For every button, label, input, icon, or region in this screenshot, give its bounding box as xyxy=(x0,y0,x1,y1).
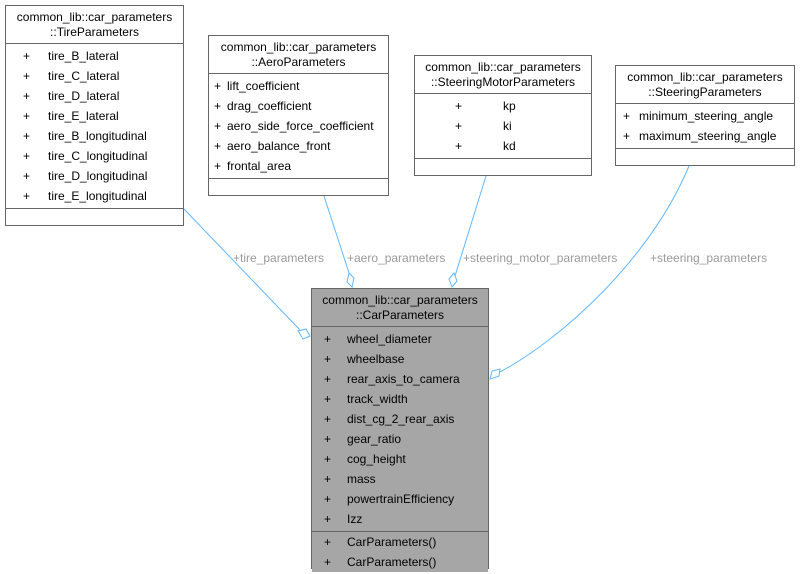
visibility: + xyxy=(324,492,332,506)
class-title: common_lib::car_parameters ::SteeringPar… xyxy=(616,66,794,104)
attribute: maximum_steering_angle xyxy=(639,129,777,143)
operation: CarParameters() xyxy=(347,535,437,549)
edge-aero-diamond xyxy=(346,272,355,288)
visibility: + xyxy=(324,372,332,386)
class-namespace: common_lib::car_parameters xyxy=(220,40,377,54)
visibility: + xyxy=(324,452,332,466)
attribute: gear_ratio xyxy=(347,432,402,446)
edge-steering-parameters xyxy=(499,165,690,373)
edge-motor-diamond xyxy=(448,272,458,288)
attribute: Izz xyxy=(347,512,363,526)
class-title: common_lib::car_parameters ::CarParamete… xyxy=(312,289,488,327)
attribute: kd xyxy=(503,139,516,153)
attribute: drag_coefficient xyxy=(227,99,312,113)
visibility: + xyxy=(214,159,222,173)
visibility: + xyxy=(214,79,222,93)
visibility: + xyxy=(214,99,222,113)
visibility: + xyxy=(324,472,332,486)
class-title: common_lib::car_parameters ::SteeringMot… xyxy=(415,56,591,94)
class-title: common_lib::car_parameters ::AeroParamet… xyxy=(209,36,388,74)
attribute: powertrainEfficiency xyxy=(347,492,455,506)
attribute: rear_axis_to_camera xyxy=(347,372,460,386)
edge-tire-parameters xyxy=(182,207,301,331)
attribute: cog_height xyxy=(347,452,406,466)
edge-aero-parameters xyxy=(323,195,351,277)
visibility: + xyxy=(623,129,631,143)
attribute: wheel_diameter xyxy=(347,332,432,346)
visibility: + xyxy=(324,555,332,569)
attribute: tire_E_lateral xyxy=(48,109,119,123)
edge-steering-motor-parameters xyxy=(454,175,487,277)
attribute-list: + lift_coefficient + drag_coefficient + aer… xyxy=(209,74,388,179)
class-namespace: common_lib::car_parameters xyxy=(16,10,173,24)
class-steering-parameters[interactable]: common_lib::car_parameters ::SteeringPar… xyxy=(615,65,795,166)
visibility: + xyxy=(324,412,332,426)
visibility: + xyxy=(324,332,332,346)
visibility: + xyxy=(23,89,31,103)
class-namespace: common_lib::car_parameters xyxy=(425,60,581,74)
attribute-list: + tire_B_lateral + tire_C_lateral + tire_D_… xyxy=(6,44,183,209)
attribute: aero_balance_front xyxy=(227,139,331,153)
visibility: + xyxy=(23,129,31,143)
class-steering-motor-parameters[interactable]: common_lib::car_parameters ::SteeringMot… xyxy=(414,55,592,176)
edge-label-motor: +steering_motor_parameters xyxy=(463,251,618,265)
attribute: track_width xyxy=(347,392,408,406)
visibility: + xyxy=(324,432,332,446)
class-title: common_lib::car_parameters ::TireParamet… xyxy=(6,6,183,44)
attribute: ki xyxy=(503,119,512,133)
attribute-list: + wheel_diameter + wheelbase + rear_axis_to… xyxy=(312,327,488,532)
attribute: tire_C_lateral xyxy=(48,69,120,83)
visibility: + xyxy=(23,189,31,203)
attribute: tire_D_lateral xyxy=(48,89,120,103)
visibility: + xyxy=(214,139,222,153)
visibility: + xyxy=(324,392,332,406)
visibility: + xyxy=(324,512,332,526)
class-car-parameters[interactable]: common_lib::car_parameters ::CarParamete… xyxy=(311,288,489,572)
class-name: ::SteeringMotorParameters xyxy=(430,75,576,89)
attribute: lift_coefficient xyxy=(227,79,300,93)
class-namespace: common_lib::car_parameters xyxy=(627,70,783,84)
visibility: + xyxy=(455,119,463,133)
class-name: ::CarParameters xyxy=(355,308,445,322)
visibility: + xyxy=(455,139,463,153)
visibility: + xyxy=(23,169,31,183)
visibility: + xyxy=(23,69,31,83)
visibility: + xyxy=(23,149,31,163)
class-aero-parameters[interactable]: common_lib::car_parameters ::AeroParamet… xyxy=(208,35,389,196)
class-name: ::AeroParameters xyxy=(251,55,346,69)
visibility: + xyxy=(324,352,332,366)
attribute: tire_E_longitudinal xyxy=(48,189,147,203)
attribute: aero_side_force_coefficient xyxy=(227,119,374,133)
class-name: ::TireParameters xyxy=(50,25,139,39)
visibility: + xyxy=(324,535,332,549)
edge-steer-diamond xyxy=(489,368,501,380)
attribute: frontal_area xyxy=(227,159,292,173)
visibility: + xyxy=(23,109,31,123)
attribute: tire_C_longitudinal xyxy=(48,149,148,163)
class-tire-parameters[interactable]: common_lib::car_parameters ::TireParamet… xyxy=(5,5,184,226)
attribute: minimum_steering_angle xyxy=(639,109,774,123)
visibility: + xyxy=(455,99,463,113)
attribute: kp xyxy=(503,99,516,113)
visibility: + xyxy=(623,109,631,123)
visibility: + xyxy=(23,49,31,63)
class-namespace: common_lib::car_parameters xyxy=(322,293,478,307)
operation-list: + CarParameters() + CarParameters() xyxy=(312,532,488,572)
edge-label-aero: +aero_parameters xyxy=(347,251,446,265)
edge-label-tire: +tire_parameters xyxy=(233,251,325,265)
attribute: tire_B_lateral xyxy=(48,49,119,63)
attribute: tire_D_longitudinal xyxy=(48,169,148,183)
edge-tire-diamond xyxy=(297,328,311,340)
visibility: + xyxy=(214,119,222,133)
attribute: tire_B_longitudinal xyxy=(48,129,147,143)
attribute-list: + minimum_steering_angle + maximum_steerin… xyxy=(616,104,794,149)
attribute: wheelbase xyxy=(347,352,405,366)
operation: CarParameters() xyxy=(347,555,437,569)
attribute-list: + kp + ki + kd xyxy=(415,94,591,159)
class-name: ::SteeringParameters xyxy=(648,85,762,99)
edge-label-steer: +steering_parameters xyxy=(650,251,768,265)
attribute: dist_cg_2_rear_axis xyxy=(347,412,455,426)
attribute: mass xyxy=(347,472,376,486)
